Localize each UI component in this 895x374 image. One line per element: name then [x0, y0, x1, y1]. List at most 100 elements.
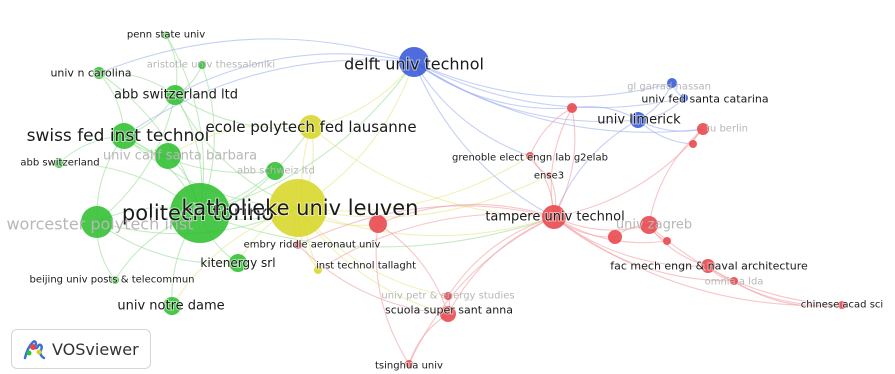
node-label-polit[interactable]: politecn torino — [121, 200, 275, 226]
edge-polit-delft — [199, 61, 415, 214]
node-label-unc[interactable]: univ n carolina — [49, 66, 132, 81]
node-r4[interactable] — [608, 230, 622, 244]
node-omn[interactable] — [730, 277, 738, 285]
node-r2[interactable] — [567, 103, 577, 113]
edge-tamp-embry — [297, 205, 555, 246]
node-label-abbltd[interactable]: abb switzerland ltd — [113, 87, 239, 104]
node-label-kit[interactable]: kitenergy srl — [199, 255, 276, 271]
node-label-penn[interactable]: penn state univ — [126, 29, 206, 42]
node-label-itt[interactable]: inst technol tallaght — [315, 260, 417, 273]
edge-epfl-tamp — [310, 126, 555, 218]
node-tamp[interactable] — [542, 205, 566, 229]
node-label-arist[interactable]: aristotle univ thessaloniki — [147, 60, 275, 71]
node-label-tsing[interactable]: tsinghua univ — [374, 360, 444, 373]
node-berlin[interactable] — [697, 123, 709, 135]
edge-r2-tamp — [550, 107, 573, 218]
node-label-worc[interactable]: worcester polytech inst — [6, 215, 193, 234]
node-epfl[interactable] — [299, 115, 323, 139]
node-ssa[interactable] — [440, 306, 456, 322]
node-gren[interactable] — [526, 152, 534, 160]
node-r5[interactable] — [663, 237, 671, 245]
node-fme[interactable] — [701, 259, 715, 273]
node-label-omn[interactable]: omnia a lda — [705, 277, 764, 288]
node-cas[interactable] — [838, 301, 846, 309]
node-label-gren[interactable]: grenoble elect engn lab g2elab — [451, 152, 609, 165]
edge-epfl-ucsb — [167, 124, 312, 157]
node-tsing[interactable] — [405, 360, 413, 368]
node-r3[interactable] — [689, 140, 697, 148]
edge-ssa-tsing — [408, 313, 449, 365]
node-abbsch[interactable] — [266, 162, 284, 180]
node-label-ucsb[interactable]: univ calif santa barbara — [103, 149, 257, 164]
node-label-upes[interactable]: univ petr & energy studies — [381, 291, 514, 302]
edge-delft-tamp — [413, 61, 555, 218]
node-r1[interactable] — [369, 215, 387, 233]
edge-embry-ssa — [297, 244, 449, 315]
edge-abbltd-epfl — [174, 94, 312, 130]
node-label-ufsc[interactable]: univ fed santa catarina — [640, 92, 769, 107]
node-nd[interactable] — [163, 297, 181, 315]
node-ense3[interactable] — [546, 172, 552, 178]
edge-berlin-zag — [648, 128, 704, 226]
node-beij[interactable] — [111, 276, 119, 284]
edge-delft-gren — [413, 61, 531, 157]
edge-delft-glg — [413, 61, 673, 98]
edge-delft-ufsc — [413, 61, 685, 109]
node-label-ssa[interactable]: scuola super sant anna — [384, 303, 514, 318]
edge-omn-cas — [733, 280, 843, 307]
edge-worc-kit — [96, 221, 239, 265]
node-unc[interactable] — [93, 67, 105, 79]
node-label-zag[interactable]: univ zagreb — [616, 218, 692, 233]
edge-r1-tsing — [375, 223, 410, 365]
logo-text: VOSviewer — [52, 339, 139, 359]
node-label-lim[interactable]: univ limerick — [596, 112, 682, 129]
node-label-swiss[interactable]: swiss fed inst technol — [26, 125, 211, 147]
node-label-cas[interactable]: chinese acad sci — [800, 299, 884, 312]
node-upes[interactable] — [444, 292, 452, 300]
node-label-embry[interactable]: embry riddle aeronaut univ — [243, 239, 382, 252]
node-label-delft[interactable]: delft univ technol — [343, 54, 485, 75]
node-ucsb[interactable] — [155, 143, 181, 169]
node-itt[interactable] — [314, 266, 322, 274]
node-kul[interactable] — [269, 179, 327, 237]
node-delft[interactable] — [399, 47, 429, 77]
edge-ssa-r1 — [377, 223, 449, 315]
node-label-ense3[interactable]: ense3 — [533, 170, 565, 183]
edge-kul-ense3 — [297, 174, 550, 218]
edge-delft-unc — [98, 38, 415, 74]
node-polit[interactable] — [170, 183, 230, 243]
edge-delft-abbltd — [174, 53, 415, 96]
edge-tamp-r1 — [377, 203, 555, 225]
node-label-berlin[interactable]: tu berlin — [706, 124, 748, 135]
node-arist[interactable] — [198, 61, 206, 69]
node-penn[interactable] — [162, 31, 170, 39]
node-embry[interactable] — [294, 241, 302, 249]
node-label-abbsch[interactable]: abb schweiz ltd — [237, 166, 315, 177]
node-label-epfl[interactable]: ecole polytech fed lausanne — [204, 117, 417, 137]
node-label-kul[interactable]: katholieke univ leuven — [181, 195, 420, 221]
edge-delft-swiss — [123, 59, 415, 137]
edge-tamp-r2 — [553, 107, 576, 218]
node-zag[interactable] — [640, 216, 658, 234]
node-abbsw[interactable] — [54, 158, 64, 168]
edge-worc-abbltd — [96, 94, 176, 223]
node-abbltd[interactable] — [165, 85, 185, 105]
node-label-abbsw[interactable]: abb switzerland — [19, 157, 100, 170]
edge-tamp-omn — [553, 216, 735, 282]
node-kit[interactable] — [229, 254, 247, 272]
node-worc[interactable] — [81, 206, 113, 238]
node-layer — [54, 31, 846, 368]
node-ufsc[interactable] — [680, 94, 688, 102]
node-lim[interactable] — [630, 112, 646, 128]
vosviewer-logo: VOSviewer — [11, 329, 151, 369]
node-label-nd[interactable]: univ notre dame — [116, 298, 225, 315]
node-glg[interactable] — [667, 78, 677, 88]
node-swiss[interactable] — [111, 123, 137, 149]
node-label-beij[interactable]: beijing univ posts & telecommun — [29, 274, 196, 287]
node-label-tamp[interactable]: tampere univ technol — [484, 209, 625, 226]
edge-tamp-itt — [317, 213, 555, 271]
node-label-fme[interactable]: fac mech engn & naval architecture — [609, 259, 809, 274]
node-label-glg[interactable]: gl garrad hassan — [627, 82, 711, 93]
